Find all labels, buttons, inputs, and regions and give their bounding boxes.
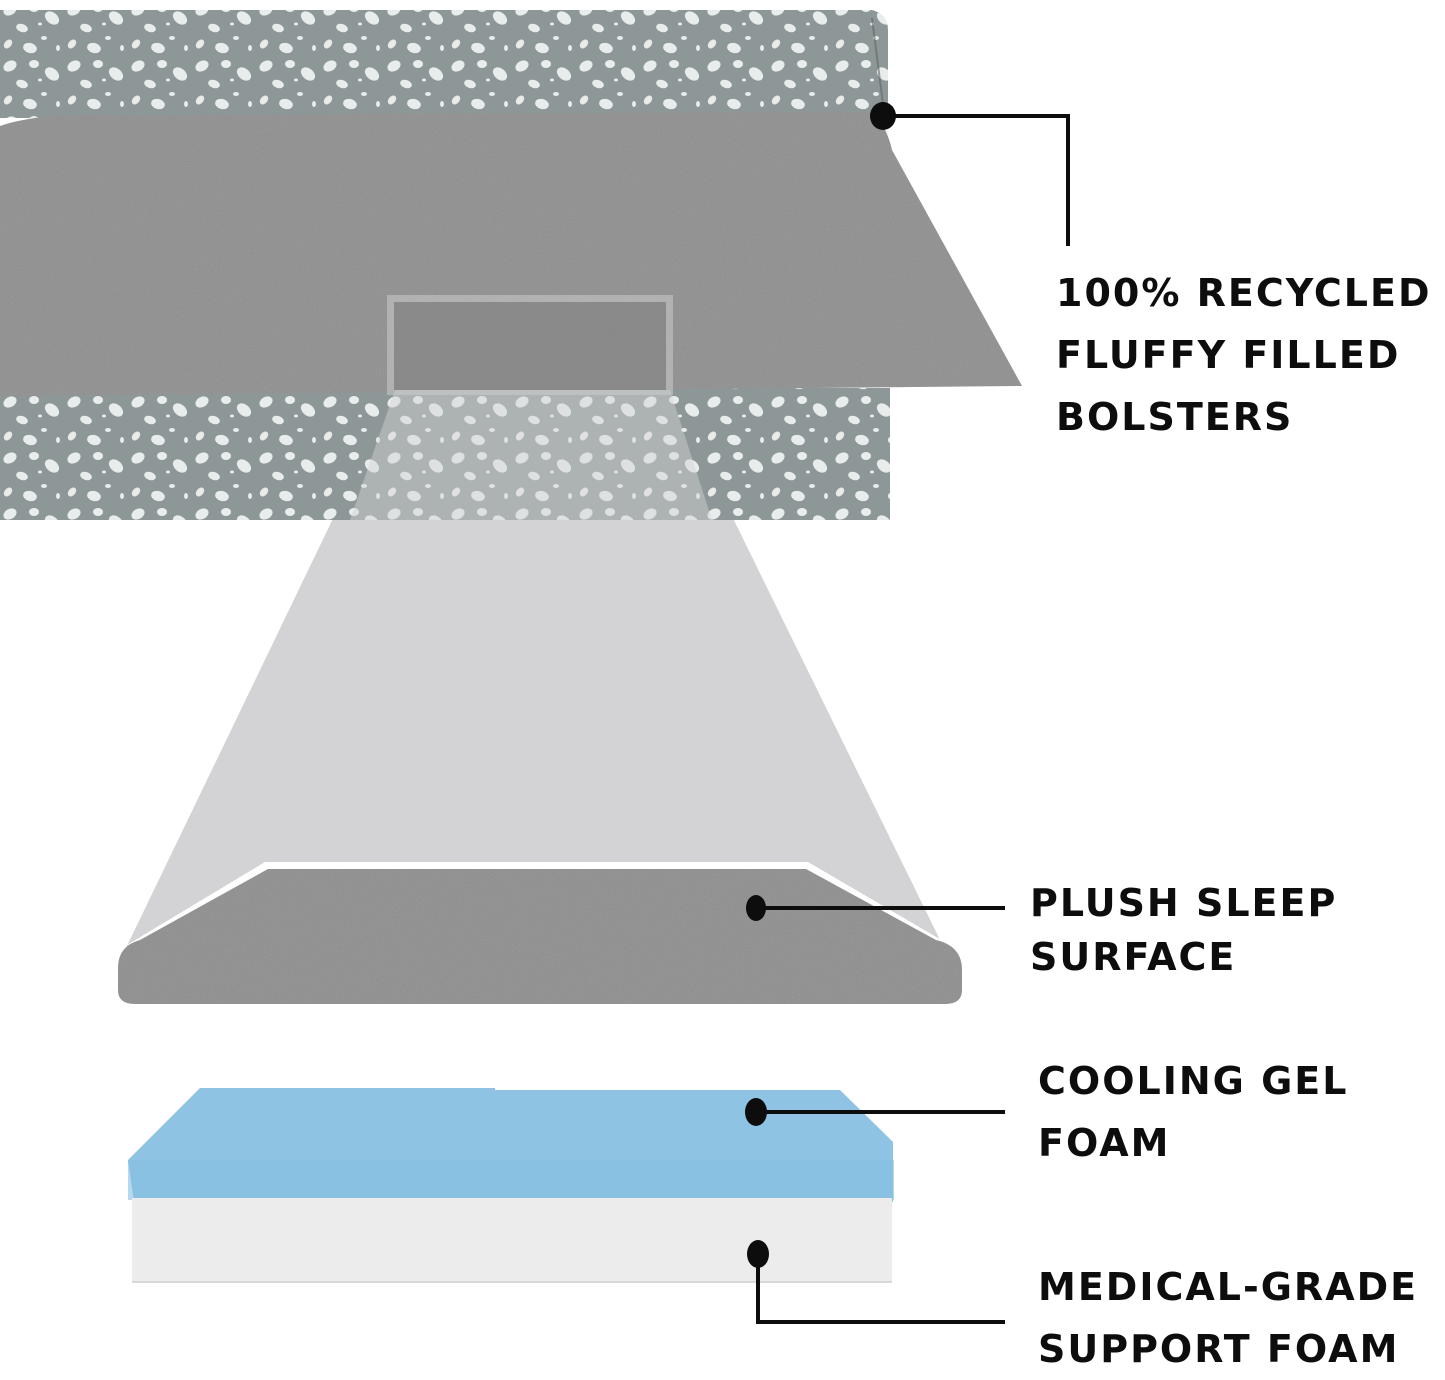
label-line: COOLING GEL: [1038, 1059, 1349, 1103]
label-line: SURFACE: [1030, 935, 1237, 979]
callout-dot-plush: [746, 895, 766, 921]
callout-label-bolsters: 100% RECYCLED FLUFFY FILLED BOLSTERS: [1056, 262, 1432, 448]
callout-label-gel: COOLING GEL FOAM: [1038, 1050, 1348, 1174]
support-foam-layer: [132, 1198, 892, 1282]
label-line: SUPPORT FOAM: [1038, 1327, 1400, 1371]
plush-cushion: [0, 112, 1022, 396]
callout-label-plush: PLUSH SLEEP SURFACE: [1030, 876, 1337, 984]
plush-sleep-surface-layer: [118, 862, 962, 1004]
callout-dot-gel: [745, 1098, 767, 1126]
label-line: MEDICAL-GRADE: [1038, 1265, 1419, 1309]
label-line: 100% RECYCLED: [1056, 271, 1432, 315]
label-line: FOAM: [1038, 1121, 1171, 1165]
label-line: BOLSTERS: [1056, 395, 1294, 439]
label-line: PLUSH SLEEP: [1030, 881, 1338, 925]
callout-label-support: MEDICAL-GRADE SUPPORT FOAM: [1038, 1256, 1418, 1380]
callout-lines: [756, 114, 1070, 1324]
projection-cone: [125, 390, 945, 950]
callout-line-bolsters: [880, 114, 1070, 246]
callout-dot-bolsters: [870, 102, 896, 130]
callout-dot-support: [747, 1240, 769, 1268]
label-line: FLUFFY FILLED: [1056, 333, 1401, 377]
callout-line-support: [756, 1256, 1005, 1324]
cutout-window: [387, 295, 673, 395]
bolster: [0, 10, 890, 520]
foam-stack: [128, 1088, 894, 1283]
